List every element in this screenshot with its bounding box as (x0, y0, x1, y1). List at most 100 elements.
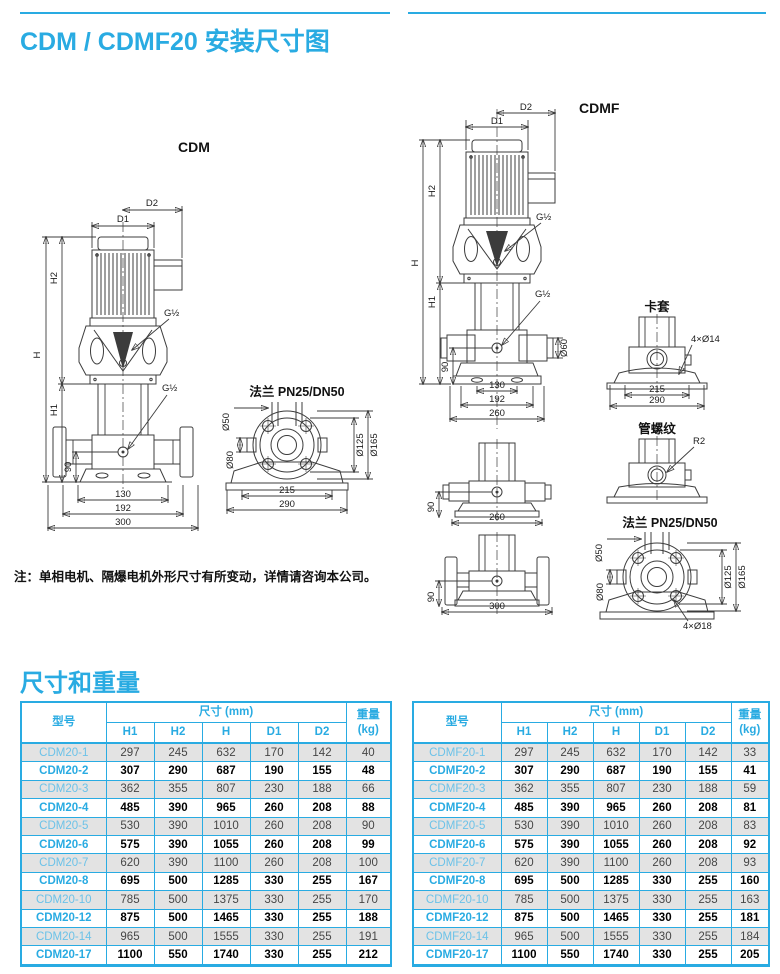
d1-cell: 170 (249, 742, 299, 763)
d1-cell: 260 (249, 853, 299, 873)
d2-cell: 188 (684, 779, 732, 800)
table-row: CDMF20-3 362 355 807 230 188 59 (412, 779, 770, 800)
h2-cell: 550 (153, 945, 203, 966)
dim-label-260: 260 (489, 408, 505, 419)
weight-cell: 160 (730, 871, 770, 892)
h1-cell: 530 (500, 816, 548, 836)
dim-label-215: 215 (649, 384, 665, 395)
page-title: CDM / CDMF20 安装尺寸图 (20, 28, 330, 56)
h2-cell: 500 (546, 926, 594, 947)
cdmf-clamp-port-view: 卡套 4×Ø14 215 290 (606, 299, 720, 410)
col-header-h2: H2 (546, 722, 594, 744)
top-rule-left (20, 12, 390, 14)
weight-header: 重量(kg) (345, 701, 392, 744)
col-header-h2: H2 (153, 722, 203, 744)
d1-cell: 330 (638, 945, 686, 966)
cdm-dimension-lines: H H2 H1 90 D1 D2 G½ G½ 130 192 300 (32, 198, 198, 531)
dims-group-header: 尺寸 (mm) (105, 701, 347, 723)
d2-cell: 255 (297, 871, 347, 892)
model-cell: CDMF20-8 (412, 871, 502, 892)
col-header-d2: D2 (684, 722, 732, 744)
d2-cell: 208 (297, 834, 347, 855)
model-cell: CDM20-2 (20, 761, 107, 781)
d2-cell: 255 (684, 926, 732, 947)
table-row: CDMF20-8 695 500 1285 330 255 160 (412, 871, 770, 892)
cdmf-clamp-base-view: 90 260 (426, 439, 552, 526)
d1-cell: 260 (249, 834, 299, 855)
dim-label-h1: H1 (49, 404, 60, 416)
dim-label-g-lower: G½ (162, 383, 177, 394)
d2-cell: 208 (297, 853, 347, 873)
table-row: CDM20-6 575 390 1055 260 208 99 (20, 834, 392, 855)
h2-cell: 550 (546, 945, 594, 966)
h1-cell: 307 (105, 761, 155, 781)
d1-cell: 170 (638, 742, 686, 763)
d2-cell: 255 (297, 908, 347, 928)
d1-cell: 330 (249, 908, 299, 928)
model-cell: CDM20-14 (20, 926, 107, 947)
model-cell: CDMF20-14 (412, 926, 502, 947)
h-cell: 687 (201, 761, 251, 781)
cdmf-diagram: CDMF H H2 H1 90 (410, 100, 748, 632)
h2-cell: 500 (153, 926, 203, 947)
flange-view-title: 法兰 PN25/DN50 (622, 515, 717, 530)
h1-cell: 362 (500, 779, 548, 800)
model-cell: CDM20-3 (20, 779, 107, 800)
dim-label-h1: H1 (427, 296, 438, 308)
h1-cell: 965 (105, 926, 155, 947)
weight-cell: 212 (345, 945, 392, 966)
dim-label-dia165: Ø165 (369, 433, 380, 456)
d1-cell: 190 (249, 761, 299, 781)
d2-cell: 142 (684, 742, 732, 763)
weight-cell: 90 (345, 816, 392, 836)
cdm-diagram: CDM H H2 H1 (32, 139, 380, 560)
flange-view-title: 法兰 PN25/DN50 (249, 384, 344, 399)
weight-cell: 48 (345, 761, 392, 781)
dim-label-dia80: Ø80 (225, 451, 236, 469)
d2-cell: 208 (297, 798, 347, 818)
h1-cell: 1100 (500, 945, 548, 966)
model-cell: CDMF20-10 (412, 890, 502, 910)
weight-cell: 170 (345, 890, 392, 910)
dim-label-d1: D1 (117, 214, 129, 225)
weight-cell: 184 (730, 926, 770, 947)
h-cell: 1465 (201, 908, 251, 928)
d1-cell: 260 (638, 798, 686, 818)
table-row: CDM20-10 785 500 1375 330 255 170 (20, 890, 392, 910)
h2-cell: 500 (546, 871, 594, 892)
dim-label-dia50: Ø50 (594, 544, 605, 562)
dim-label-g-top: G½ (536, 212, 551, 223)
h1-cell: 575 (105, 834, 155, 855)
cdmf-pipe-thread-view: 管螺纹 R2 (606, 421, 708, 504)
h2-cell: 390 (546, 834, 594, 855)
weight-cell: 83 (730, 816, 770, 836)
h1-cell: 620 (500, 853, 548, 873)
dim-label-260: 260 (489, 512, 505, 523)
thread-view-title: 管螺纹 (638, 421, 676, 436)
col-header-h1: H1 (500, 722, 548, 744)
cdmf-dimensions-table: 型号 尺寸 (mm) 重量(kg) H1 H2 H D1 D2 CDMF20-1… (412, 701, 770, 967)
model-cell: CDMF20-4 (412, 798, 502, 818)
h2-cell: 500 (546, 908, 594, 928)
h1-cell: 875 (500, 908, 548, 928)
d2-cell: 255 (684, 890, 732, 910)
h2-cell: 390 (153, 853, 203, 873)
d2-cell: 255 (297, 926, 347, 947)
dim-label-90: 90 (63, 462, 74, 473)
weight-cell: 59 (730, 779, 770, 800)
h-cell: 687 (592, 761, 640, 781)
weight-cell: 167 (345, 871, 392, 892)
weight-cell: 66 (345, 779, 392, 800)
dim-label-dia60: Ø60 (559, 339, 570, 357)
h2-cell: 390 (546, 798, 594, 818)
weight-cell: 41 (730, 761, 770, 781)
dim-label-h2: H2 (49, 272, 60, 284)
table-row: CDMF20-6 575 390 1055 260 208 92 (412, 834, 770, 855)
h2-cell: 355 (153, 779, 203, 800)
model-cell: CDM20-12 (20, 908, 107, 928)
h1-cell: 297 (105, 742, 155, 763)
dim-label-dia50: Ø50 (221, 413, 232, 431)
d2-cell: 208 (684, 834, 732, 855)
h-cell: 1010 (201, 816, 251, 836)
table-row: CDM20-5 530 390 1010 260 208 90 (20, 816, 392, 836)
